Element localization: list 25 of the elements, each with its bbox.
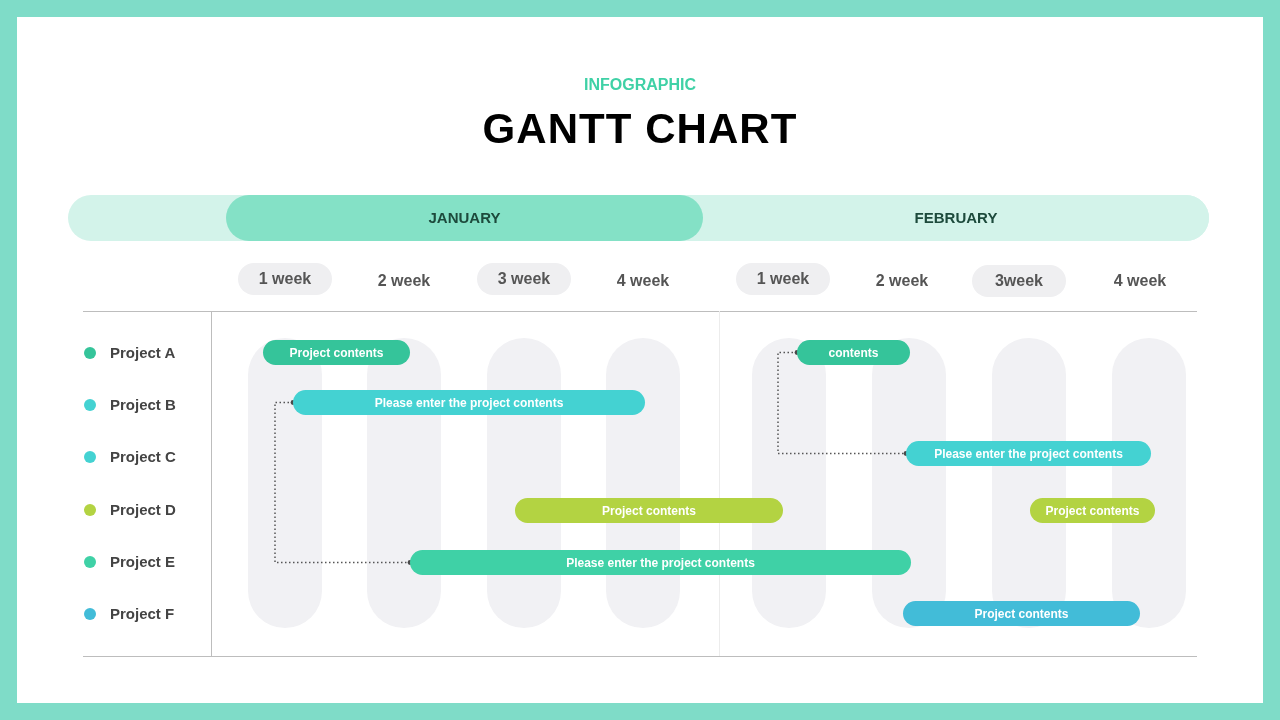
week-pill: 1 week [736, 263, 830, 295]
week-label: 4 week [615, 271, 671, 291]
project-label: Project D [110, 500, 176, 520]
week-pill: 3week [972, 265, 1066, 297]
task-bar: Please enter the project contents [410, 550, 911, 575]
task-bar: Please enter the project contents [906, 441, 1151, 466]
project-label: Project B [110, 395, 176, 415]
week-label: 2 week [874, 271, 930, 291]
project-label: Project C [110, 447, 176, 467]
week-pill: 1 week [238, 263, 332, 295]
task-bar: Project contents [1030, 498, 1155, 523]
task-bar: Project contents [263, 340, 410, 365]
task-bar: Project contents [903, 601, 1140, 626]
week-label: 2 week [376, 271, 432, 291]
month-header: JANUARY [226, 195, 703, 241]
week-pill: 3 week [477, 263, 571, 295]
task-bar: contents [797, 340, 910, 365]
project-label: Project A [110, 343, 176, 363]
task-bar: Project contents [515, 498, 783, 523]
subtitle: INFOGRAPHIC [583, 75, 697, 95]
week-label: 4 week [1112, 271, 1168, 291]
project-label: Project F [110, 604, 175, 624]
project-label: Project E [110, 552, 176, 572]
task-bar: Please enter the project contents [293, 390, 645, 415]
title: GANTT CHART [481, 104, 799, 154]
